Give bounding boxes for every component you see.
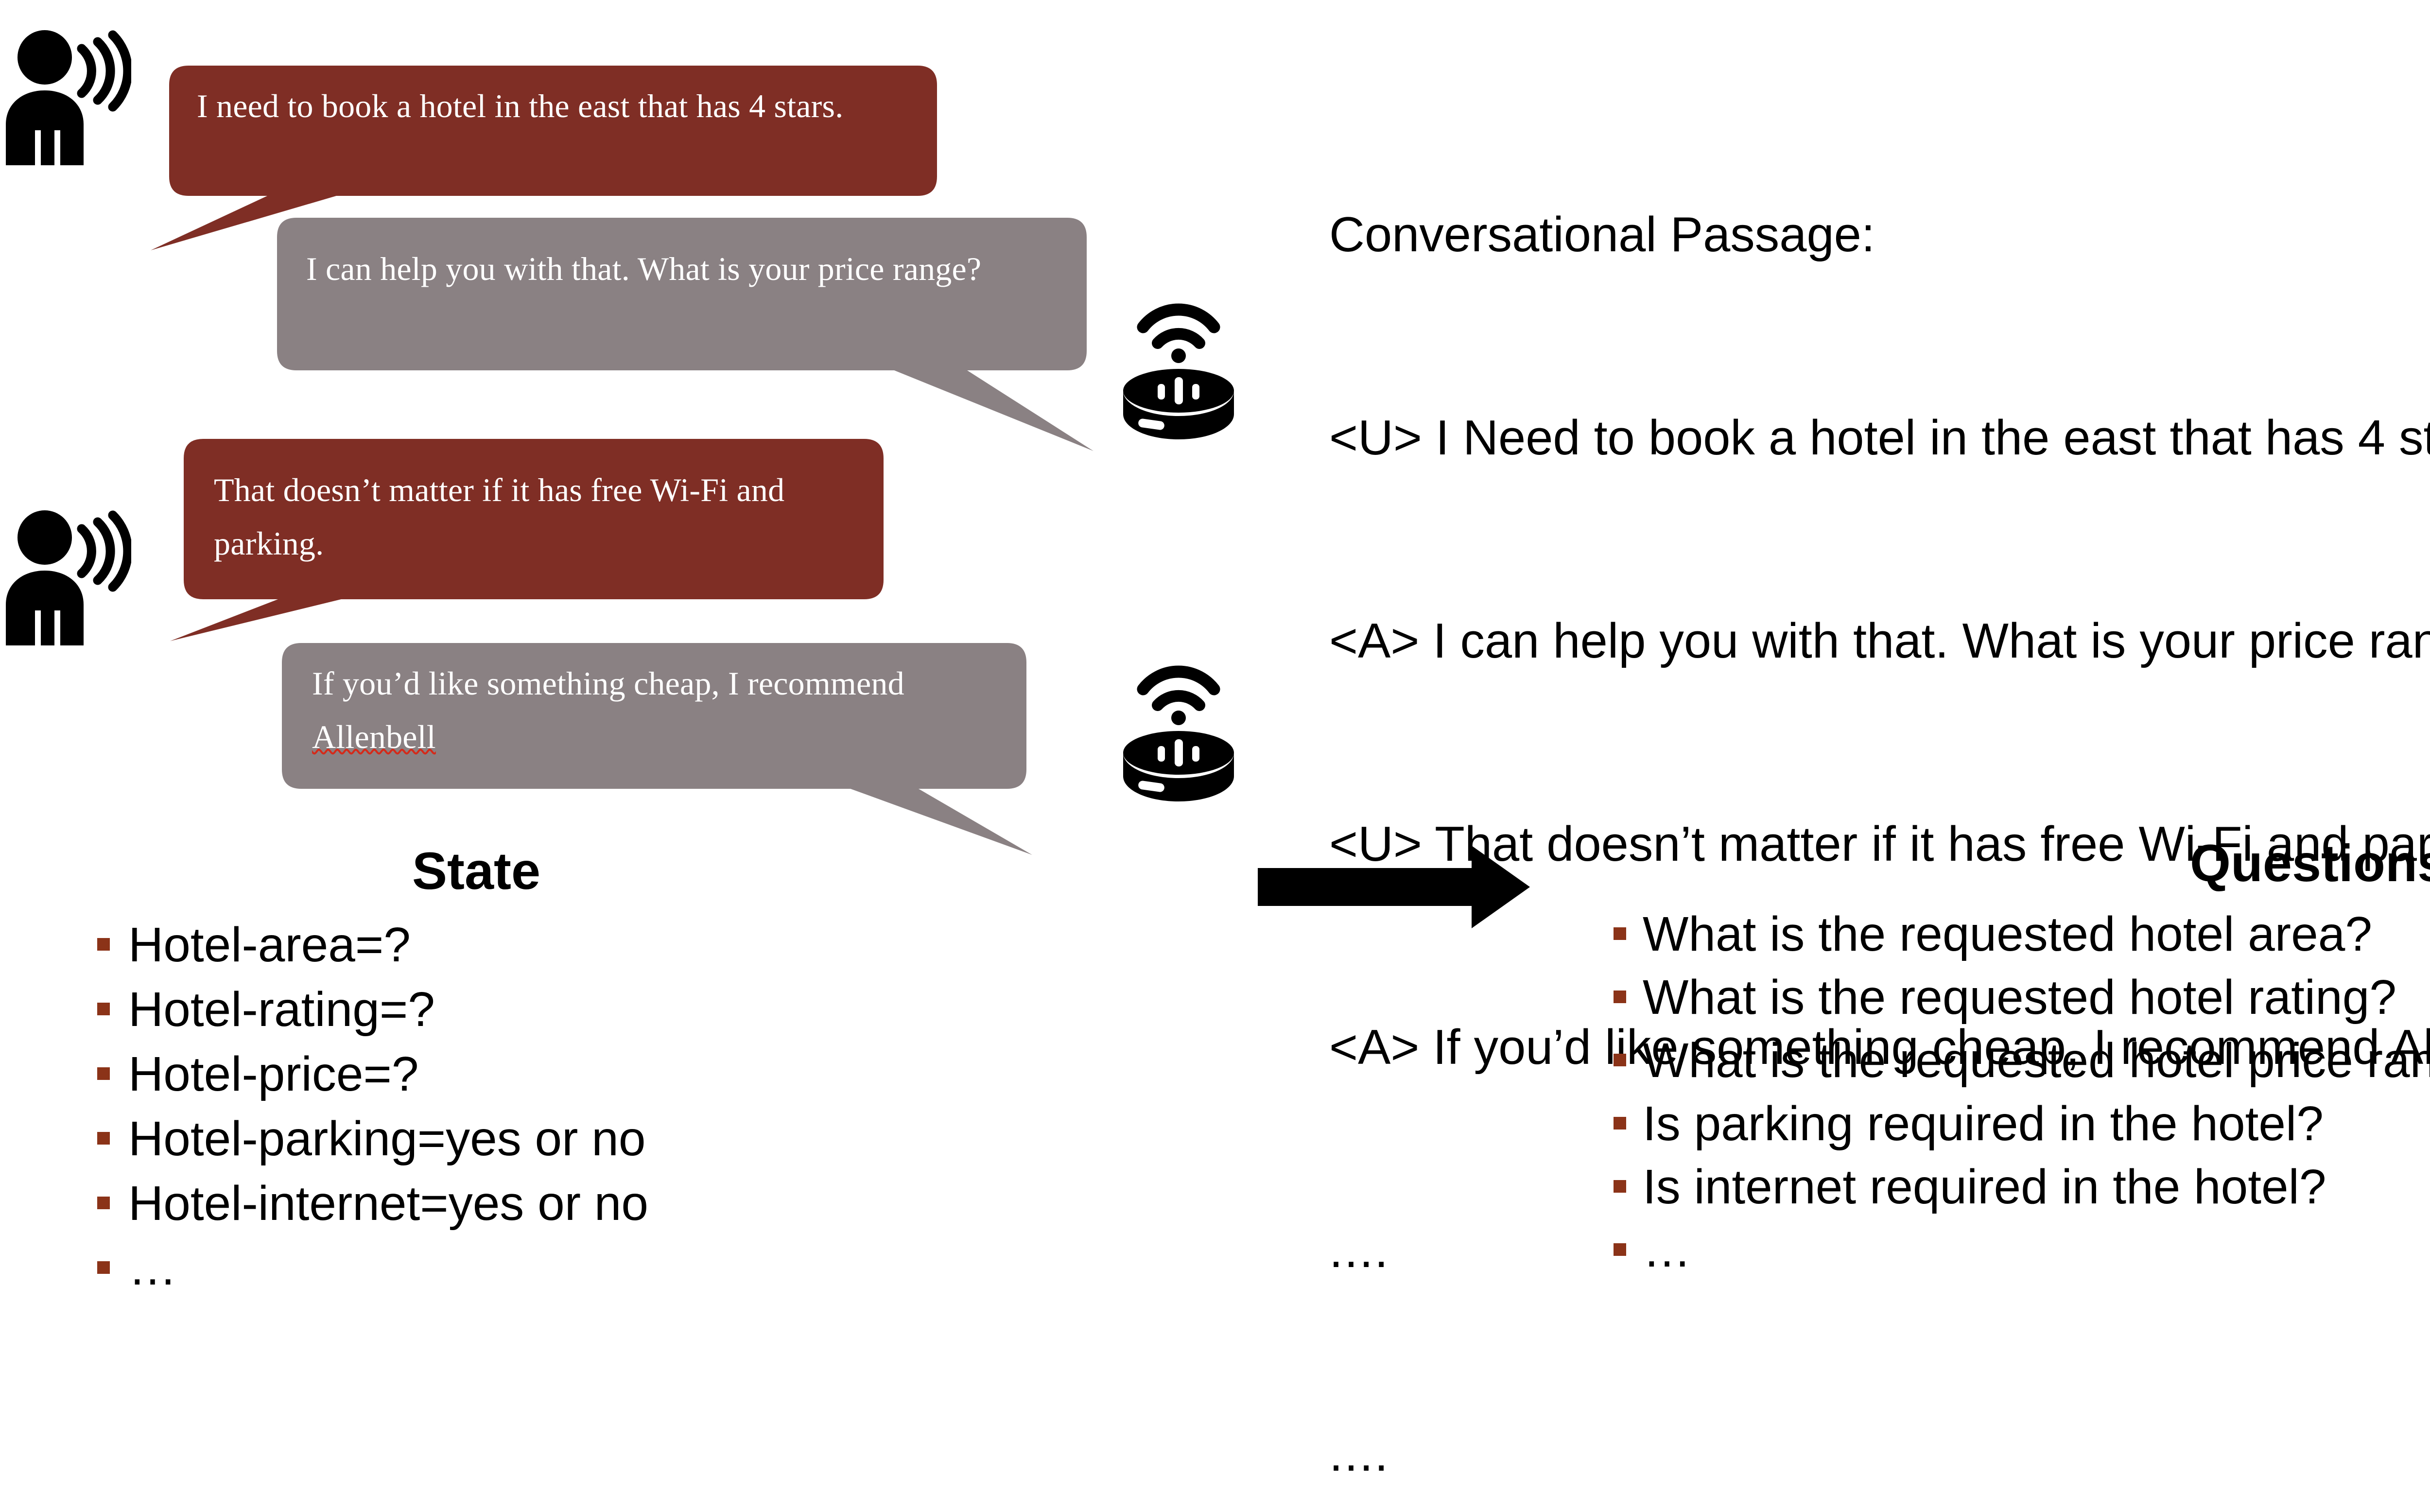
square-bullet-icon (97, 1067, 110, 1080)
list-item: Hotel-parking=yes or no (97, 1114, 855, 1163)
agent-bubble-2-text-plain: If you’d like something cheap, I recomme… (312, 665, 904, 702)
square-bullet-icon (1614, 1117, 1626, 1130)
passage-continuation-1: .... (1329, 1223, 1390, 1278)
question-item-label: … (1643, 1223, 1691, 1277)
question-item-label: What is the requested hotel area? (1643, 907, 2372, 961)
question-item-label: Is internet required in the hotel? (1643, 1160, 2326, 1214)
conversational-passage: Conversational Passage: <U> I Need to bo… (1329, 66, 2430, 1512)
user-speech-bubble-2: That doesn’t matter if it has free Wi-Fi… (165, 435, 923, 649)
list-item: Hotel-rating=? (97, 985, 855, 1034)
agent-speech-bubble-2: If you’d like something cheap, I recomme… (278, 639, 1124, 863)
list-item: … (97, 1244, 855, 1292)
list-item: What is the requested hotel rating? (1614, 973, 2430, 1022)
speaking-person-icon (0, 500, 131, 645)
agent-speech-bubble-1: I can help you with that. What is your p… (272, 214, 1118, 457)
state-item-label: … (128, 1241, 177, 1295)
agent-bubble-2-text: If you’d like something cheap, I recomme… (312, 657, 992, 764)
list-item: Hotel-area=? (97, 921, 855, 969)
questions-panel: Questions What is the requested hotel ar… (1614, 837, 2430, 1289)
question-item-label: Is parking required in the hotel? (1643, 1096, 2324, 1151)
square-bullet-icon (1614, 927, 1626, 940)
state-list: Hotel-area=? Hotel-rating=? Hotel-price=… (97, 921, 855, 1292)
list-item: … (1614, 1226, 2430, 1274)
square-bullet-icon (97, 938, 110, 951)
list-item: What is the requested hotel price range? (1614, 1036, 2430, 1085)
question-item-label: What is the requested hotel price range? (1643, 1033, 2430, 1088)
state-panel: State Hotel-area=? Hotel-rating=? Hotel-… (97, 845, 855, 1308)
misspelled-word: Allenbell (312, 718, 436, 756)
right-arrow-icon (1258, 846, 1530, 928)
square-bullet-icon (1614, 1243, 1626, 1256)
passage-line-2: <A> I can help you with that. What is yo… (1329, 614, 2430, 668)
state-item-label: Hotel-parking=yes or no (128, 1112, 646, 1166)
state-title: State (412, 841, 541, 900)
user-bubble-1-text: I need to book a hotel in the east that … (197, 87, 844, 124)
square-bullet-icon (97, 1003, 110, 1015)
user-speech-bubble-1: I need to book a hotel in the east that … (146, 61, 953, 255)
state-item-label: Hotel-rating=? (128, 982, 435, 1037)
square-bullet-icon (1614, 1054, 1626, 1066)
passage-heading: Conversational Passage: (1329, 207, 1875, 262)
speaking-person-icon (0, 19, 131, 165)
square-bullet-icon (1614, 1180, 1626, 1193)
smart-speaker-icon (1113, 292, 1244, 447)
list-item: Is parking required in the hotel? (1614, 1099, 2430, 1148)
state-item-label: Hotel-internet=yes or no (128, 1176, 649, 1231)
agent-bubble-1-text: I can help you with that. What is your p… (306, 250, 982, 287)
list-item: Hotel-internet=yes or no (97, 1179, 855, 1228)
passage-line-4: <A> If you’d like something cheap, I rec… (1329, 1020, 2430, 1075)
state-item-label: Hotel-area=? (128, 918, 411, 972)
square-bullet-icon (97, 1132, 110, 1145)
list-item: What is the requested hotel area? (1614, 910, 2430, 958)
passage-line-3: <U> That doesn’t matter if it has free W… (1329, 817, 2430, 872)
passage-continuation-2: .... (1329, 1426, 1390, 1481)
question-item-label: What is the requested hotel rating? (1643, 970, 2396, 1025)
list-item: Is internet required in the hotel? (1614, 1163, 2430, 1211)
list-item: Hotel-price=? (97, 1050, 855, 1098)
user-bubble-2-text: That doesn’t matter if it has free Wi-Fi… (214, 471, 785, 562)
smart-speaker-icon (1113, 654, 1244, 809)
square-bullet-icon (97, 1261, 110, 1274)
state-item-label: Hotel-price=? (128, 1047, 419, 1101)
square-bullet-icon (1614, 991, 1626, 1003)
questions-title: Questions (2189, 834, 2430, 892)
square-bullet-icon (97, 1197, 110, 1209)
passage-line-1: <U> I Need to book a hotel in the east t… (1329, 410, 2430, 465)
questions-list: What is the requested hotel area? What i… (1614, 910, 2430, 1274)
